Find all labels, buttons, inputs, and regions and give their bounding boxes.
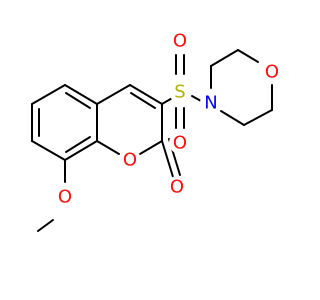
bond-c5-c4a [64, 84, 98, 105]
molecule-structure-diagram: O O O S O O N O [31, 30, 283, 232]
bond-inner-c5-c4a [65, 92, 91, 109]
bond-c-upper-c-top [210, 49, 239, 67]
bond-c8-c7 [31, 140, 66, 161]
bond-c2-carbonyl-o-a [161, 140, 174, 178]
bond-c6-c5 [31, 84, 66, 105]
atom-layer: O O O S O O N O [54, 30, 283, 208]
atom-nitrogen: N [204, 93, 217, 114]
bond-c2-ring-o [139, 140, 163, 155]
bond-sulfur-nitrogen [191, 95, 202, 102]
bond-inner-c4-c3 [130, 92, 156, 109]
bond-c-bottom-n [220, 110, 245, 126]
bond-c4-c3 [129, 84, 163, 105]
bond-c4a-c4 [96, 84, 131, 105]
bond-methyl-methoxy-o [37, 219, 54, 232]
bond-c-right-c-bottom [243, 109, 273, 126]
bond-ring-o-c8a [96, 140, 120, 155]
bond-inner-c8a-c8 [65, 136, 91, 153]
atom-carbonyl-oxygen: O [170, 177, 184, 198]
atom-methoxy-oxygen: O [58, 187, 72, 208]
atom-sulfonyl-oxygen-top: O [173, 133, 187, 154]
atom-morpholine-oxygen: O [265, 62, 279, 83]
atom-ring-oxygen: O [123, 150, 137, 171]
bond-layer [31, 49, 273, 232]
bond-c8a-c8 [64, 140, 98, 161]
bond-c-top-morpholine-o-left [237, 49, 259, 63]
atom-sulfur: S [174, 82, 185, 103]
atom-sulfonyl-oxygen-bottom: O [173, 31, 187, 52]
